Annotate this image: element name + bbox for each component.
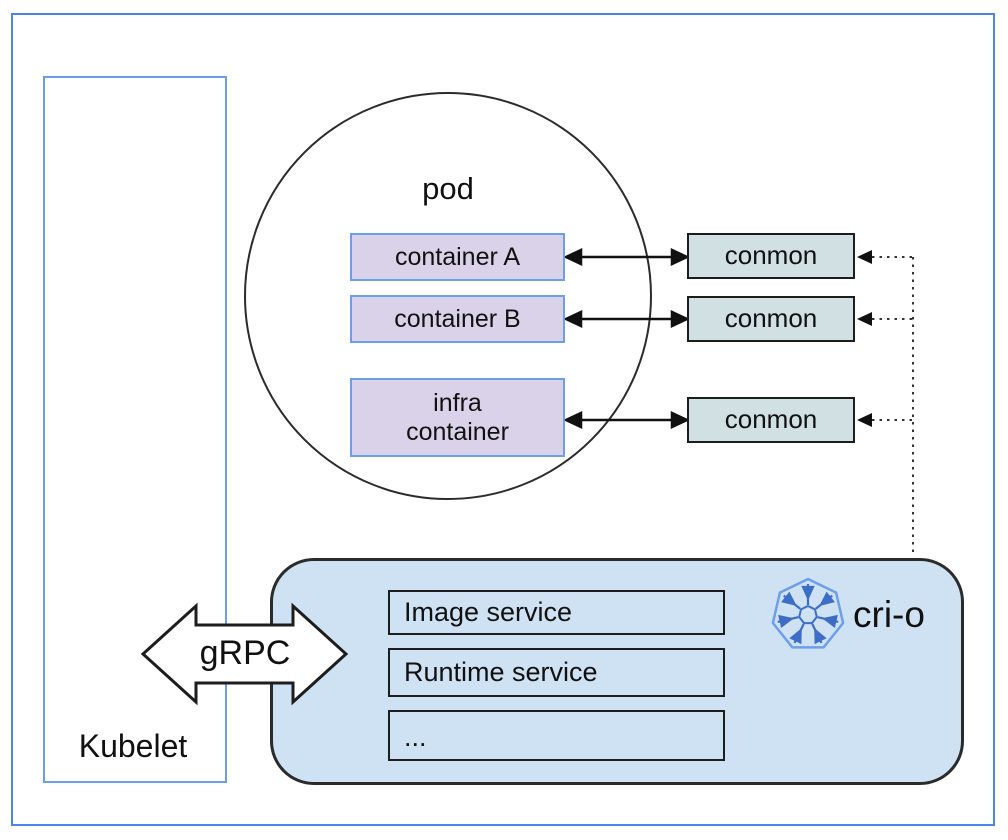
conmon-box-1: conmon <box>687 233 855 279</box>
crio-box <box>270 558 964 785</box>
infra-container-box: infra container <box>350 378 565 457</box>
pod-label: pod <box>422 171 474 207</box>
container-a-box: container A <box>350 233 565 281</box>
runtime-service-box: Runtime service <box>388 648 725 697</box>
image-service-box: Image service <box>388 590 725 635</box>
kubelet-label: Kubelet <box>78 727 188 764</box>
grpc-label: gRPC <box>199 634 291 673</box>
kubelet-box <box>43 76 227 783</box>
container-b-box: container B <box>350 295 565 343</box>
conmon-box-3: conmon <box>687 397 855 443</box>
crio-label: cri-o <box>853 594 925 636</box>
conmon-box-2: conmon <box>687 296 855 342</box>
more-services-box: ... <box>388 710 725 761</box>
